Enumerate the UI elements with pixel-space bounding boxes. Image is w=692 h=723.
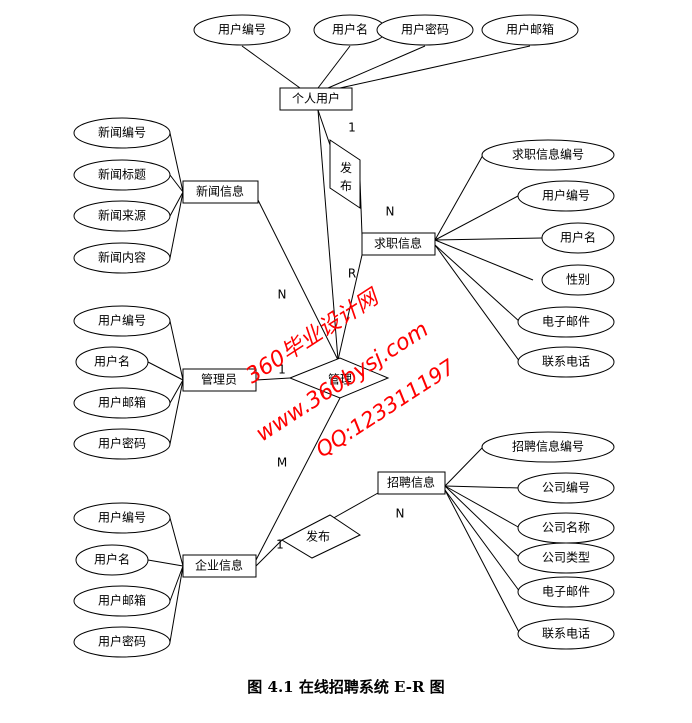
- attr-gender: [541, 264, 615, 296]
- attr-news-id: [73, 117, 171, 149]
- label-company-info: 企业信息: [195, 558, 243, 573]
- label-comp-email: 用户邮箱: [98, 593, 146, 608]
- label-recruit-info: 招聘信息: [387, 475, 435, 490]
- label-seek-email: 电子邮件: [542, 315, 590, 329]
- relationships: [280, 139, 390, 559]
- rel-publish-top: [329, 139, 361, 209]
- label-admin-password: 用户密码: [98, 436, 146, 451]
- label-company-name: 公司名称: [542, 520, 590, 535]
- attr-seek-email: [517, 306, 615, 338]
- label-job-seek-info: 求职信息: [374, 236, 422, 251]
- label-seek-phone: 联系电话: [542, 355, 590, 369]
- label-news-content: 新闻内容: [98, 250, 146, 265]
- card-1-personal: 1: [348, 121, 356, 135]
- attr-seek-phone: [517, 346, 615, 378]
- card-n-news: N: [278, 288, 287, 302]
- label-recruit-id: 招聘信息编号: [512, 439, 584, 454]
- attr-admin-user-id: [73, 305, 171, 337]
- label-username: 用户名: [332, 22, 368, 37]
- attr-admin-username: [75, 346, 149, 378]
- label-seek-username: 用户名: [560, 230, 596, 245]
- label-personal-user: 个人用户: [292, 91, 340, 106]
- attr-admin-email: [73, 387, 171, 419]
- attr-seek-id: [481, 139, 615, 171]
- entity-job-seek-info: [361, 232, 436, 256]
- card-m-company: M: [277, 456, 287, 470]
- attr-comp-email: [73, 585, 171, 617]
- attr-recruit-phone: [517, 618, 615, 650]
- attr-recruit-email: [517, 576, 615, 608]
- entity-news-info: [182, 180, 259, 204]
- label-comp-user-id: 用户编号: [98, 510, 146, 525]
- attr-user-email: [481, 14, 579, 46]
- attr-company-type: [517, 542, 615, 574]
- label-admin-user-id: 用户编号: [98, 313, 146, 328]
- attr-seek-username: [541, 222, 615, 254]
- figure-caption: 图 4.1 在线招聘系统 E-R 图: [247, 678, 445, 696]
- attr-user-password: [376, 14, 474, 46]
- attr-comp-password: [73, 626, 171, 658]
- entity-company-info: [182, 554, 257, 578]
- label-seek-id: 求职信息编号: [512, 147, 584, 162]
- card-n-jobseek: N: [386, 205, 395, 219]
- attr-news-title: [73, 159, 171, 191]
- attr-admin-password: [73, 428, 171, 460]
- label-rel-manage: 管理: [328, 372, 352, 387]
- attr-recruit-id: [481, 431, 615, 463]
- label-user-email: 用户邮箱: [506, 22, 554, 37]
- label-news-info: 新闻信息: [196, 184, 244, 199]
- entity-personal-user: [279, 87, 353, 111]
- attr-comp-user-id: [73, 502, 171, 534]
- rel-publish-top-char: 发: [340, 160, 352, 175]
- entity-admin: [182, 368, 257, 392]
- label-news-title: 新闻标题: [98, 167, 146, 182]
- attributes: [73, 14, 615, 658]
- attr-comp-username: [75, 544, 149, 576]
- attr-seek-user-id: [517, 180, 615, 212]
- card-n-recruit: N: [396, 507, 405, 521]
- rel-publish-top-char: 布: [340, 179, 352, 193]
- label-comp-password: 用户密码: [98, 634, 146, 649]
- label-seek-user-id: 用户编号: [542, 188, 590, 203]
- card-1-company: 1: [276, 538, 284, 552]
- label-recruit-phone: 联系电话: [542, 627, 590, 641]
- entities: [182, 87, 446, 578]
- label-gender: 性别: [566, 273, 590, 287]
- label-admin-username: 用户名: [94, 354, 130, 369]
- label-user-id: 用户编号: [218, 22, 266, 37]
- labels: 用户编号 用户名 用户密码 用户邮箱 新闻编号 新闻标题 新闻来源 新闻内容 求…: [94, 22, 596, 649]
- attr-company-id: [517, 472, 615, 504]
- card-r: R: [348, 267, 356, 281]
- attr-news-content: [73, 242, 171, 274]
- label-user-password: 用户密码: [401, 22, 449, 37]
- label-news-id: 新闻编号: [98, 125, 146, 140]
- label-rel-publish-bottom: 发布: [306, 529, 330, 544]
- rel-publish-bottom: [280, 514, 362, 559]
- label-company-type: 公司类型: [542, 551, 590, 565]
- label-company-id: 公司编号: [542, 480, 590, 495]
- label-news-source: 新闻来源: [98, 208, 146, 223]
- entity-recruit-info: [377, 471, 446, 495]
- connector-lines: [147, 45, 543, 643]
- attr-user-id: [193, 14, 291, 46]
- card-1-admin: 1: [278, 363, 286, 377]
- label-comp-username: 用户名: [94, 552, 130, 567]
- label-admin-email: 用户邮箱: [98, 395, 146, 410]
- attr-news-source: [73, 200, 171, 232]
- rel-manage: [288, 357, 390, 399]
- label-rel-publish-top: 发布: [340, 160, 352, 193]
- label-admin: 管理员: [201, 372, 237, 387]
- label-recruit-email: 电子邮件: [542, 585, 590, 599]
